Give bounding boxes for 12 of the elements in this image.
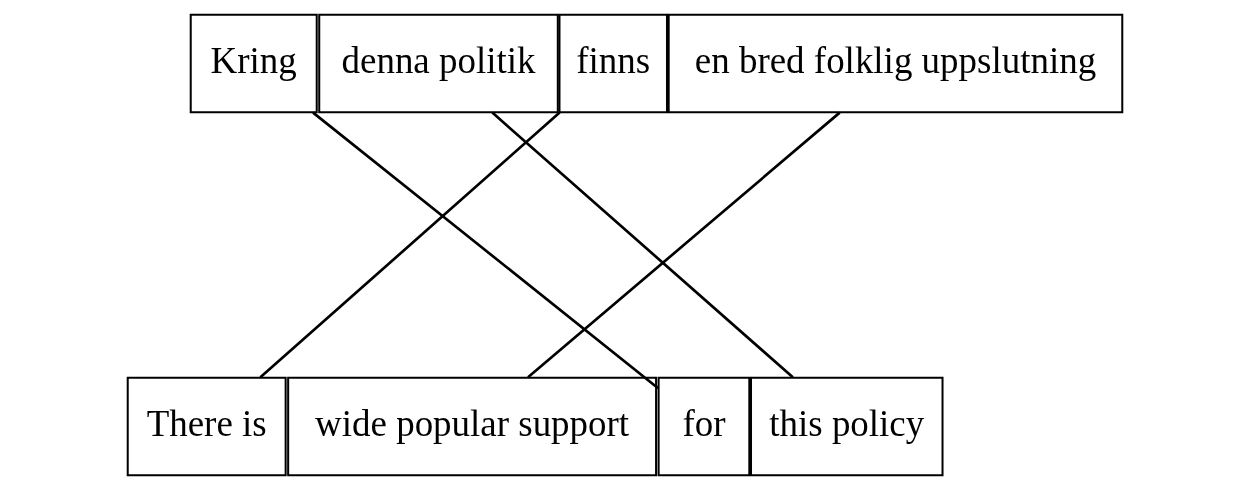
node-box: finns xyxy=(558,13,668,114)
connector xyxy=(527,111,841,379)
node-box: en bred folklig uppslutning xyxy=(667,13,1124,114)
node-box: wide popular support xyxy=(287,376,658,477)
node-box: There is xyxy=(126,376,287,477)
node-box: denna politik xyxy=(318,13,559,114)
connector xyxy=(312,111,659,390)
connector xyxy=(491,111,794,379)
node-box: for xyxy=(657,376,751,477)
connector xyxy=(259,111,561,379)
node-box: Kring xyxy=(189,13,318,114)
node-box: this policy xyxy=(750,376,944,477)
